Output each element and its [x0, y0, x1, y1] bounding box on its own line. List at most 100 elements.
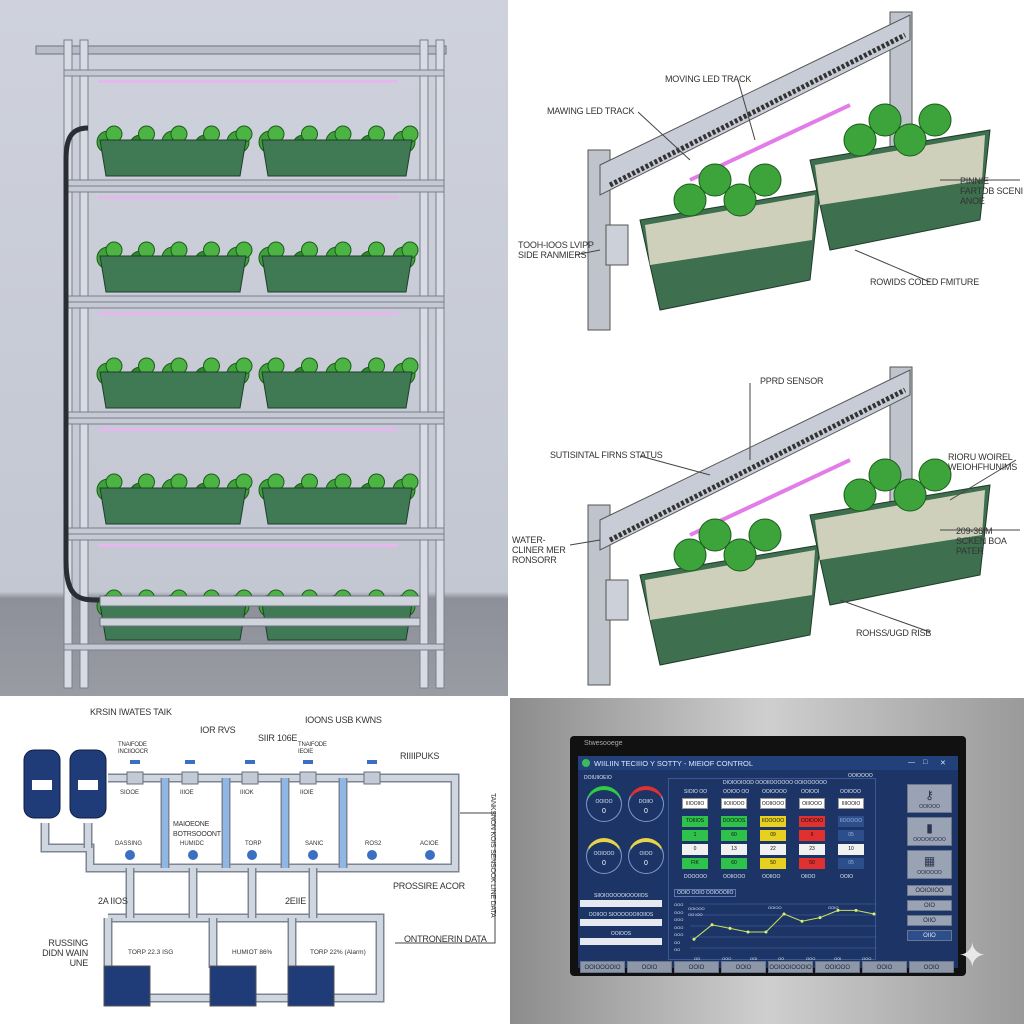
- trend-point: [800, 919, 804, 923]
- column-chip[interactable]: OIIIOOO: [799, 798, 825, 809]
- tank-label-plate: [78, 780, 98, 790]
- close-button[interactable]: ✕: [940, 760, 946, 767]
- sensor-unit-reading: TORP 22% (Alarm): [310, 949, 366, 956]
- column-chip[interactable]: OOIIOOO: [760, 798, 786, 809]
- x-tick-label: OO: [778, 956, 785, 961]
- label-right-fixture: PINNIE FARTDB SCENI ANOE: [960, 176, 1023, 206]
- label-side-panels: TOOH-IOOS LVIPP SIDE RANMIERS: [518, 240, 594, 260]
- label-mid-run: 2EIIE: [285, 896, 307, 906]
- gauge-value: 0: [602, 808, 606, 815]
- column-chip[interactable]: IIOIIOOO: [721, 798, 747, 809]
- side-small-button[interactable]: OIIO: [907, 915, 952, 926]
- dashboard-screen: WIILIIN TECIIIO Y SOTTY - MIEIOF CONTROL…: [578, 756, 958, 973]
- grow-tray: [99, 255, 247, 293]
- status-cell: 60: [721, 830, 747, 841]
- title-bar: [578, 756, 958, 770]
- label-water-sensor: WATER-CLINER MER RONSORR: [512, 535, 566, 565]
- bottom-button[interactable]: OOIO: [862, 961, 907, 973]
- bottom-button[interactable]: OOIO: [674, 961, 719, 973]
- label-ppfd-sensor: PPRD SENSOR: [760, 376, 824, 386]
- y-tick-label: OOO: [674, 902, 684, 907]
- bottom-button[interactable]: OOIO: [627, 961, 672, 973]
- led-track-illustration: MOVING LED TRACK MAWING LED TRACK TOOH-I…: [510, 0, 1024, 696]
- chart-legend-entry: OO IOO: [688, 912, 703, 917]
- field-label: OOIIOO SIOOOOOOIIOIIOS: [588, 912, 654, 918]
- side-small-button[interactable]: OOIOIIOO: [907, 885, 952, 896]
- x-tick-label: OOI: [750, 956, 758, 961]
- field-input[interactable]: [580, 938, 662, 945]
- bottom-button[interactable]: OOIOOIOOOIO: [768, 961, 813, 973]
- device-icon: ▮: [926, 821, 933, 835]
- table-header: DIOIOOIOOD OOOIIOOOOOO OOIOOOOOO: [723, 780, 827, 786]
- field-input[interactable]: [580, 900, 662, 907]
- shelf-beam: [63, 185, 445, 193]
- bottom-button[interactable]: OOIO: [721, 961, 766, 973]
- plant-leaf: [723, 538, 757, 572]
- column-head: OOIOOOO: [762, 789, 787, 795]
- status-cell: 22: [760, 844, 786, 855]
- track-chain: [608, 32, 907, 188]
- y-tick-label: OOO: [674, 932, 684, 937]
- plant-leaf: [918, 103, 952, 137]
- column-foot: DOOOOO: [684, 874, 708, 880]
- grid-icon: ▦: [923, 854, 936, 868]
- valve-handle-icon: [303, 760, 313, 764]
- minimize-button[interactable]: —: [908, 759, 915, 766]
- valve-handle-icon: [130, 760, 140, 764]
- callout-line: [949, 459, 1017, 501]
- side-small-button[interactable]: OIIO: [907, 930, 952, 941]
- gauge-value: 0: [602, 860, 606, 867]
- column-chip[interactable]: IIIOOIIO: [682, 798, 708, 809]
- sensor-gauge-icon: [308, 850, 318, 860]
- side-button-0[interactable]: ⚷OOIOOO: [907, 784, 952, 813]
- valve-label: SIOOE: [120, 790, 140, 796]
- side-small-button[interactable]: OIO: [907, 900, 952, 911]
- gauge-value: 0: [644, 860, 648, 867]
- label-mawing-led-track: MAWING LED TRACK: [547, 106, 635, 116]
- grow-tray: [99, 139, 247, 177]
- status-cell: IIOOOOO: [760, 816, 786, 827]
- side-button-2[interactable]: ▦OOIOOOO: [907, 850, 952, 879]
- label-tank: KRSIN IWATES TAIK: [90, 707, 172, 717]
- column-foot: OIIOO: [801, 874, 816, 880]
- control-panel-photo: Stwesooege WIILIIN TECIIIO Y SOTTY - MIE…: [510, 698, 1024, 1024]
- label-nutrient-status: SUTISINTAL FIRNS STATUS: [550, 450, 663, 460]
- bottom-button[interactable]: OOIO: [909, 961, 954, 973]
- led-bar: [98, 428, 398, 431]
- side-button-1[interactable]: ▮OOOOIOOOO: [907, 817, 952, 846]
- sensor-unit: [287, 965, 335, 1007]
- sensor-gauge-icon: [125, 850, 135, 860]
- label-valves-2: IOONS USB KWNS: [305, 715, 382, 725]
- label-manifold: MAIOEONE BOTRSOOONT: [173, 821, 221, 838]
- bottom-button[interactable]: OOIOOOOIO: [580, 961, 625, 973]
- shelf-beam: [63, 69, 445, 77]
- plumbing-schematic: KRSIN IWATES TAIK IOR RVS IOONS USB KWNS…: [0, 698, 508, 1024]
- maximize-button[interactable]: □: [923, 759, 928, 766]
- y-tick-label: OO: [674, 947, 681, 952]
- field-input[interactable]: [580, 919, 662, 926]
- label-right-mechanisms: RIORU WOIREL WEIOHFHUNIMS: [948, 452, 1018, 472]
- sensor-label: SANIC: [305, 841, 324, 847]
- plant-leaf: [893, 123, 927, 157]
- pipe-network-drawing: [23, 749, 496, 1007]
- sensor-unit-reading: TORP 22.3 ISG: [128, 949, 174, 956]
- chart-marker-label: OOIOO: [768, 905, 782, 910]
- label-drain: RUSSING DIDN WAIN UNE: [42, 938, 88, 968]
- shelf-beam: [63, 179, 445, 187]
- sensor-label: ACIOE: [420, 841, 439, 847]
- status-cell: DOOOOS: [721, 816, 747, 827]
- bottom-button[interactable]: OOIOOO: [815, 961, 860, 973]
- data-table-panel: [668, 778, 876, 960]
- callout-line: [569, 539, 601, 546]
- trend-point: [764, 930, 768, 934]
- status-cell: 09: [760, 830, 786, 841]
- column-chip[interactable]: IIIIOOIO: [838, 798, 864, 809]
- plant-leaf: [748, 518, 782, 552]
- status-cell: 0: [682, 844, 708, 855]
- callout-line: [639, 455, 711, 476]
- status-cell: 10: [838, 844, 864, 855]
- status-cell: 23: [799, 844, 825, 855]
- trend-point: [782, 912, 786, 916]
- monitor-brand: Stwesooege: [584, 740, 623, 747]
